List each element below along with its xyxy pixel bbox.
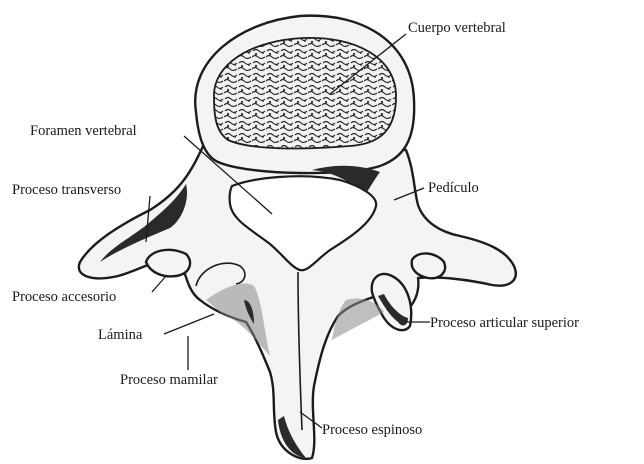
label-proceso-articular-superior: Proceso articular superior: [430, 315, 579, 331]
label-pediculo: Pedículo: [428, 180, 479, 196]
cancellous-bone-texture: [214, 38, 396, 149]
label-lamina: Lámina: [98, 327, 143, 343]
leader-lamina: [164, 314, 214, 334]
right-accessory-bump: [412, 253, 445, 278]
left-accessory-process-shape: [146, 250, 190, 277]
label-proceso-espinoso: Proceso espinoso: [322, 422, 422, 438]
label-cuerpo-vertebral: Cuerpo vertebral: [408, 20, 506, 36]
label-proceso-transverso: Proceso transverso: [12, 182, 121, 198]
label-proceso-accesorio: Proceso accesorio: [12, 289, 116, 305]
label-foramen-vertebral: Foramen vertebral: [30, 123, 137, 139]
leader-proceso-accesorio: [152, 276, 166, 292]
label-proceso-mamilar: Proceso mamilar: [120, 372, 218, 388]
